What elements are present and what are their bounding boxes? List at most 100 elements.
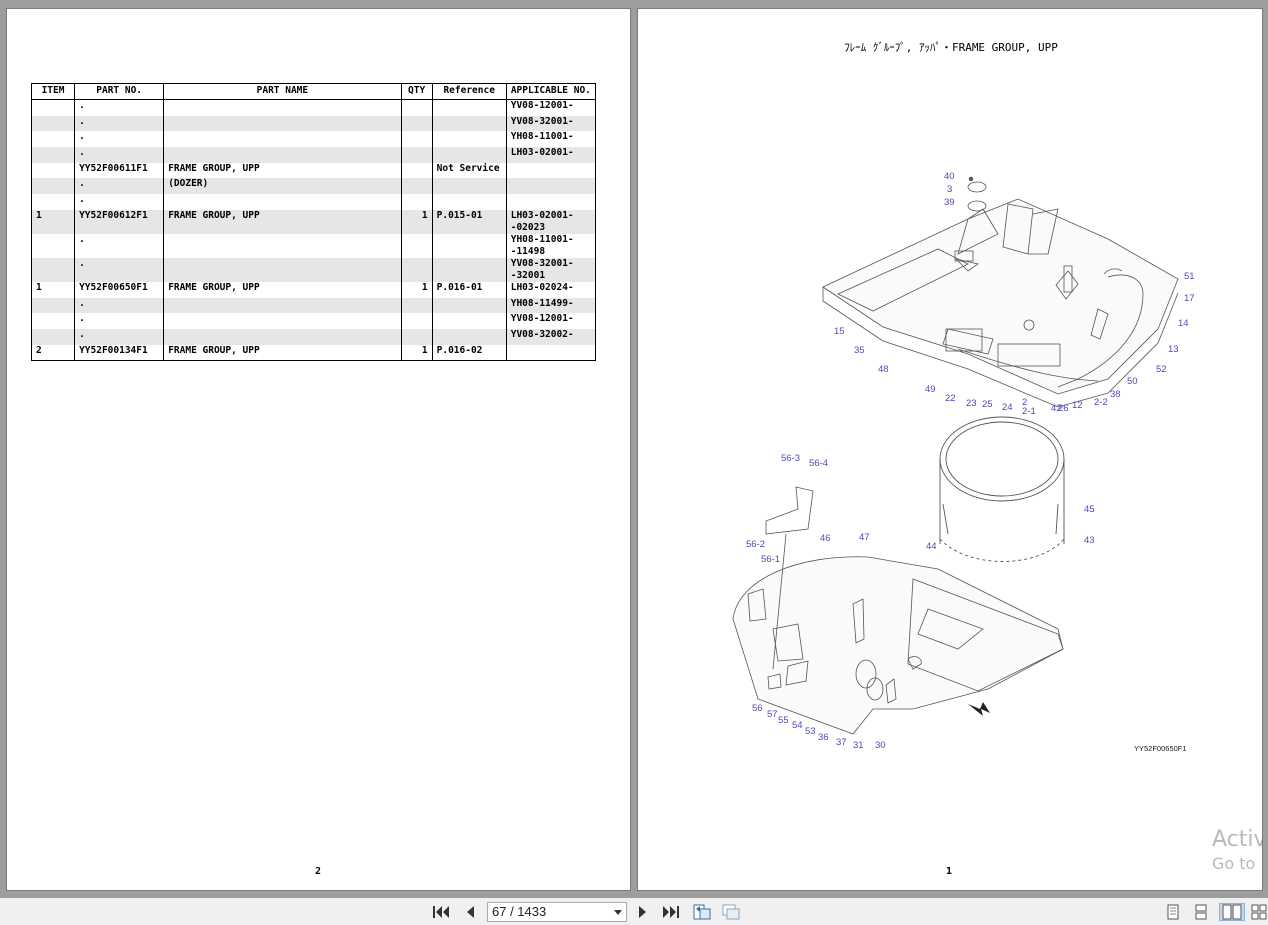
callout-label: 17 bbox=[1184, 293, 1195, 304]
part-no-cell: . bbox=[74, 257, 165, 282]
item-cell: 1 bbox=[30, 209, 76, 234]
page-number-select[interactable]: 67 / 1433 bbox=[487, 902, 627, 922]
two-page-view-icon[interactable] bbox=[1219, 903, 1245, 921]
table-row: . LH03-02001- bbox=[30, 147, 597, 163]
forward-arrow-icon bbox=[968, 702, 990, 716]
callout-label: 48 bbox=[878, 364, 889, 375]
reference-cell bbox=[431, 194, 507, 210]
col-applicable-header: APPLICABLE NO. bbox=[505, 83, 597, 100]
applicable-no-cell: LH03-02001- bbox=[505, 147, 597, 163]
callout-label: 39 bbox=[944, 197, 955, 208]
applicable-no-cell: YH08-11499- bbox=[505, 297, 597, 314]
qty-cell bbox=[400, 131, 433, 148]
part-no-cell: . bbox=[74, 178, 165, 195]
callout-label: 56-1 bbox=[761, 554, 781, 565]
part-no-cell: . bbox=[74, 233, 165, 258]
first-page-icon[interactable] bbox=[431, 903, 451, 921]
callout-label: 14 bbox=[1178, 318, 1189, 329]
continuous-two-page-view-icon[interactable] bbox=[1249, 903, 1268, 921]
callout-label: 56-4 bbox=[809, 458, 829, 469]
applicable-no-cell bbox=[505, 178, 597, 195]
reference-cell bbox=[431, 178, 507, 195]
table-header-row: ITEM PART NO. PART NAME QTY Reference AP… bbox=[30, 83, 597, 100]
prev-page-icon[interactable] bbox=[460, 903, 480, 921]
callout-label: 42 bbox=[1051, 403, 1062, 414]
applicable-no-cell: YH08-11001--11498 bbox=[505, 233, 597, 258]
next-page-icon[interactable] bbox=[633, 903, 653, 921]
item-cell bbox=[30, 178, 76, 195]
applicable-no-cell: YH08-11001- bbox=[505, 131, 597, 148]
callout-label: 50 bbox=[1127, 376, 1138, 387]
callout-label: 53 bbox=[805, 726, 816, 737]
callout-label: 46 bbox=[820, 533, 831, 544]
continuous-view-icon[interactable] bbox=[1191, 903, 1211, 921]
applicable-no-cell: YV08-32002- bbox=[505, 328, 597, 345]
viewer-toolbar: 67 / 1433 bbox=[0, 898, 1268, 925]
reference-cell bbox=[431, 313, 507, 329]
callout-label: 2-2 bbox=[1094, 397, 1108, 408]
part-no-cell: . bbox=[74, 194, 165, 210]
qty-cell bbox=[400, 257, 433, 282]
table-row: . YH08-11499- bbox=[30, 297, 597, 314]
callout-label: 2 bbox=[1022, 397, 1028, 408]
watermark-line-2: Go to bbox=[1212, 854, 1256, 873]
part-name-cell bbox=[163, 313, 402, 329]
part-no-cell: . bbox=[74, 115, 165, 132]
callout-label: 26 bbox=[1058, 403, 1069, 414]
part-no-cell: . bbox=[74, 147, 165, 163]
callout-label: 45 bbox=[1084, 504, 1095, 515]
item-cell bbox=[30, 162, 76, 179]
part-no-cell: . bbox=[74, 131, 165, 148]
callout-label: 43 bbox=[1084, 535, 1095, 546]
item-cell bbox=[30, 313, 76, 329]
callout-label: 13 bbox=[1168, 344, 1179, 355]
applicable-no-cell: YV08-12001- bbox=[505, 99, 597, 116]
qty-cell bbox=[400, 178, 433, 195]
callout-label: 30 bbox=[875, 740, 886, 751]
callout-label: 3 bbox=[947, 184, 953, 195]
item-cell bbox=[30, 328, 76, 345]
callout-label: 57 bbox=[767, 709, 778, 720]
qty-cell: 1 bbox=[400, 281, 433, 298]
reference-cell bbox=[431, 131, 507, 148]
reference-cell bbox=[431, 297, 507, 314]
callout-label: 36 bbox=[818, 732, 829, 743]
callout-label: 37 bbox=[836, 737, 847, 748]
reference-cell: P.016-02 bbox=[431, 344, 507, 362]
callout-label: 56 bbox=[752, 703, 763, 714]
callout-label: 2-1 bbox=[1022, 406, 1036, 417]
callout-label: 47 bbox=[859, 532, 870, 543]
parts-table: ITEM PART NO. PART NAME QTY Reference AP… bbox=[30, 83, 597, 362]
thumbnail-icon[interactable] bbox=[721, 903, 741, 921]
applicable-no-cell bbox=[505, 162, 597, 179]
callout-label: 22 bbox=[945, 393, 956, 404]
part-name-cell bbox=[163, 297, 402, 314]
callout-label: 38 bbox=[1110, 389, 1121, 400]
part-name-cell bbox=[163, 99, 402, 116]
applicable-no-cell: YV08-32001- bbox=[505, 115, 597, 132]
watermark-line-1: Activ bbox=[1212, 827, 1263, 852]
col-reference-header: Reference bbox=[431, 83, 507, 100]
callout-label: 35 bbox=[854, 345, 865, 356]
part-name-cell: FRAME GROUP, UPP bbox=[163, 344, 402, 362]
part-name-cell bbox=[163, 328, 402, 345]
callout-label: 15 bbox=[834, 326, 845, 337]
reference-cell: P.015-01 bbox=[431, 209, 507, 234]
col-item-header: ITEM bbox=[30, 83, 76, 100]
rotate-icon[interactable] bbox=[692, 903, 712, 921]
parts-diagram bbox=[732, 176, 1179, 735]
right-page-number: 1 bbox=[946, 866, 953, 877]
applicable-no-cell: YV08-12001- bbox=[505, 313, 597, 329]
reference-cell bbox=[431, 257, 507, 282]
part-name-cell bbox=[163, 194, 402, 210]
callout-label: 52 bbox=[1156, 364, 1167, 375]
part-name-cell bbox=[163, 131, 402, 148]
reference-cell bbox=[431, 147, 507, 163]
applicable-no-cell: YV08-32001--32001 bbox=[505, 257, 597, 282]
qty-cell bbox=[400, 99, 433, 116]
single-page-view-icon[interactable] bbox=[1163, 903, 1183, 921]
last-page-icon[interactable] bbox=[661, 903, 681, 921]
part-no-cell: . bbox=[74, 297, 165, 314]
callout-label: 23 bbox=[966, 398, 977, 409]
